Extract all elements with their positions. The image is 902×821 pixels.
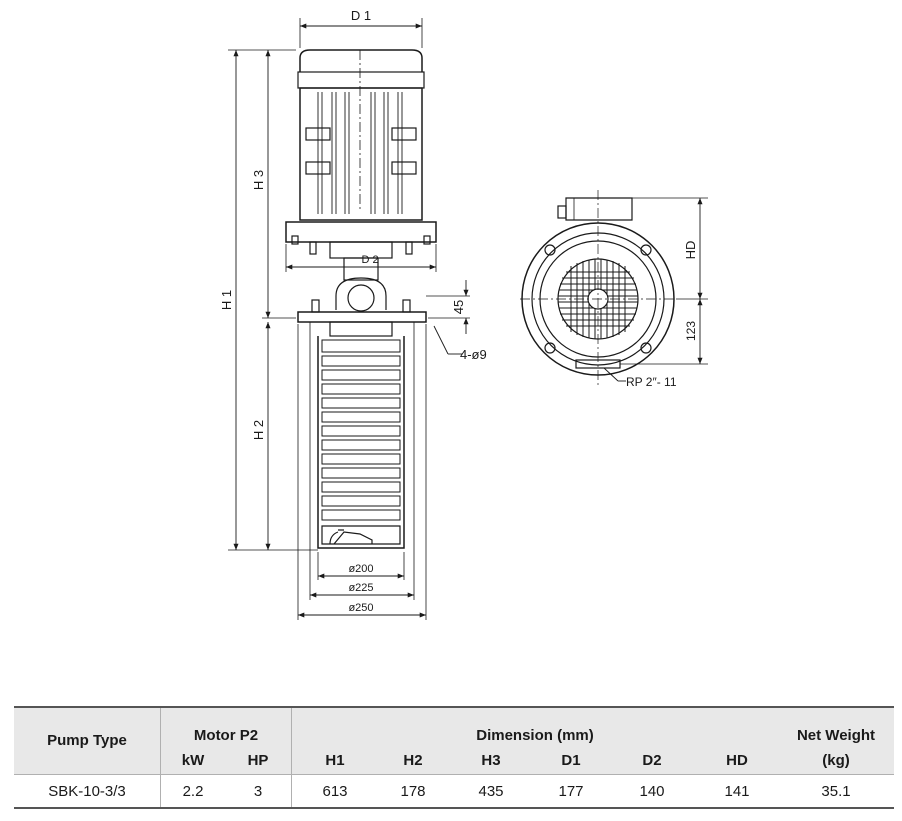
label-h2: H 2 xyxy=(251,420,266,440)
bolt-hole-1 xyxy=(544,244,556,256)
header-kw: kW xyxy=(181,751,205,769)
header-pump-type: Pump Type xyxy=(14,707,161,775)
mounting-plate xyxy=(297,311,427,323)
terminal-box xyxy=(565,197,633,221)
label-dia200: ø200 xyxy=(348,563,373,575)
pump-column xyxy=(317,336,405,549)
label-hd: HD xyxy=(683,241,698,260)
cell-h2: 178 xyxy=(378,774,448,808)
outlet xyxy=(335,277,387,310)
header-d2: D2 xyxy=(642,751,662,769)
header-d1: D1 xyxy=(561,751,581,769)
bolt-hole-3 xyxy=(544,342,556,354)
header-hd: HD xyxy=(726,751,748,769)
label-holes: 4-ø9 xyxy=(460,347,487,362)
cell-weight: 35.1 xyxy=(778,774,894,808)
table-subheader-row: kW HP H1 H2 H3 D1 D2 HD (kg) xyxy=(14,746,894,775)
front-view xyxy=(228,18,470,620)
top-view-labels: HD 123 RP 2″- 11 xyxy=(626,241,698,389)
cell-hp: 3 xyxy=(225,774,292,808)
label-h1: H 1 xyxy=(219,290,234,310)
label-dia250: ø250 xyxy=(348,602,373,614)
front-view-labels: D 1 D 2 H 1 H 3 H 2 45 4-ø9 ø200 ø225 ø2… xyxy=(219,8,487,614)
pump-dimension-drawing: D 1 D 2 H 1 H 3 H 2 45 4-ø9 ø200 ø225 ø2… xyxy=(219,8,708,620)
pump-stages xyxy=(321,339,401,521)
cell-hd: 141 xyxy=(696,774,778,808)
header-motor-p2: Motor P2 xyxy=(160,707,292,746)
spec-table: Pump Type Motor P2 Dimension (mm) Net We… xyxy=(14,706,894,809)
label-d1: D 1 xyxy=(351,8,371,23)
header-h1: H1 xyxy=(325,751,345,769)
motor-body xyxy=(299,87,423,221)
header-dimension: Dimension (mm) xyxy=(476,727,594,744)
label-h3: H 3 xyxy=(251,170,266,190)
header-kg: (kg) xyxy=(822,751,850,769)
motor-band xyxy=(297,71,425,89)
suction-inlet xyxy=(321,525,401,545)
header-hp: HP xyxy=(225,746,292,775)
cell-pump-type: SBK-10-3/3 xyxy=(14,774,161,808)
motor-fins xyxy=(317,92,403,214)
top-view xyxy=(520,190,708,385)
bolt-hole-2 xyxy=(640,244,652,256)
label-dia225: ø225 xyxy=(348,582,373,594)
label-d2: D 2 xyxy=(361,254,378,266)
header-net-weight: Net Weight xyxy=(796,727,876,744)
motor-cap xyxy=(299,49,423,72)
cell-d2: 140 xyxy=(608,774,696,808)
motor-flange xyxy=(285,221,437,243)
cell-h3: 435 xyxy=(448,774,534,808)
label-123: 123 xyxy=(684,321,698,341)
label-45: 45 xyxy=(451,300,466,314)
bolt-hole-4 xyxy=(640,342,652,354)
header-h2: H2 xyxy=(403,751,423,769)
cell-d1: 177 xyxy=(534,774,608,808)
cell-kw: 2.2 xyxy=(160,774,225,808)
table-header-row: Pump Type Motor P2 Dimension (mm) Net We… xyxy=(14,707,894,775)
label-rp: RP 2″- 11 xyxy=(626,375,677,389)
header-h3: H3 xyxy=(481,751,501,769)
table-row: SBK-10-3/3 2.2 3 613 178 435 177 140 141… xyxy=(14,774,894,808)
cell-h1: 613 xyxy=(291,774,378,808)
